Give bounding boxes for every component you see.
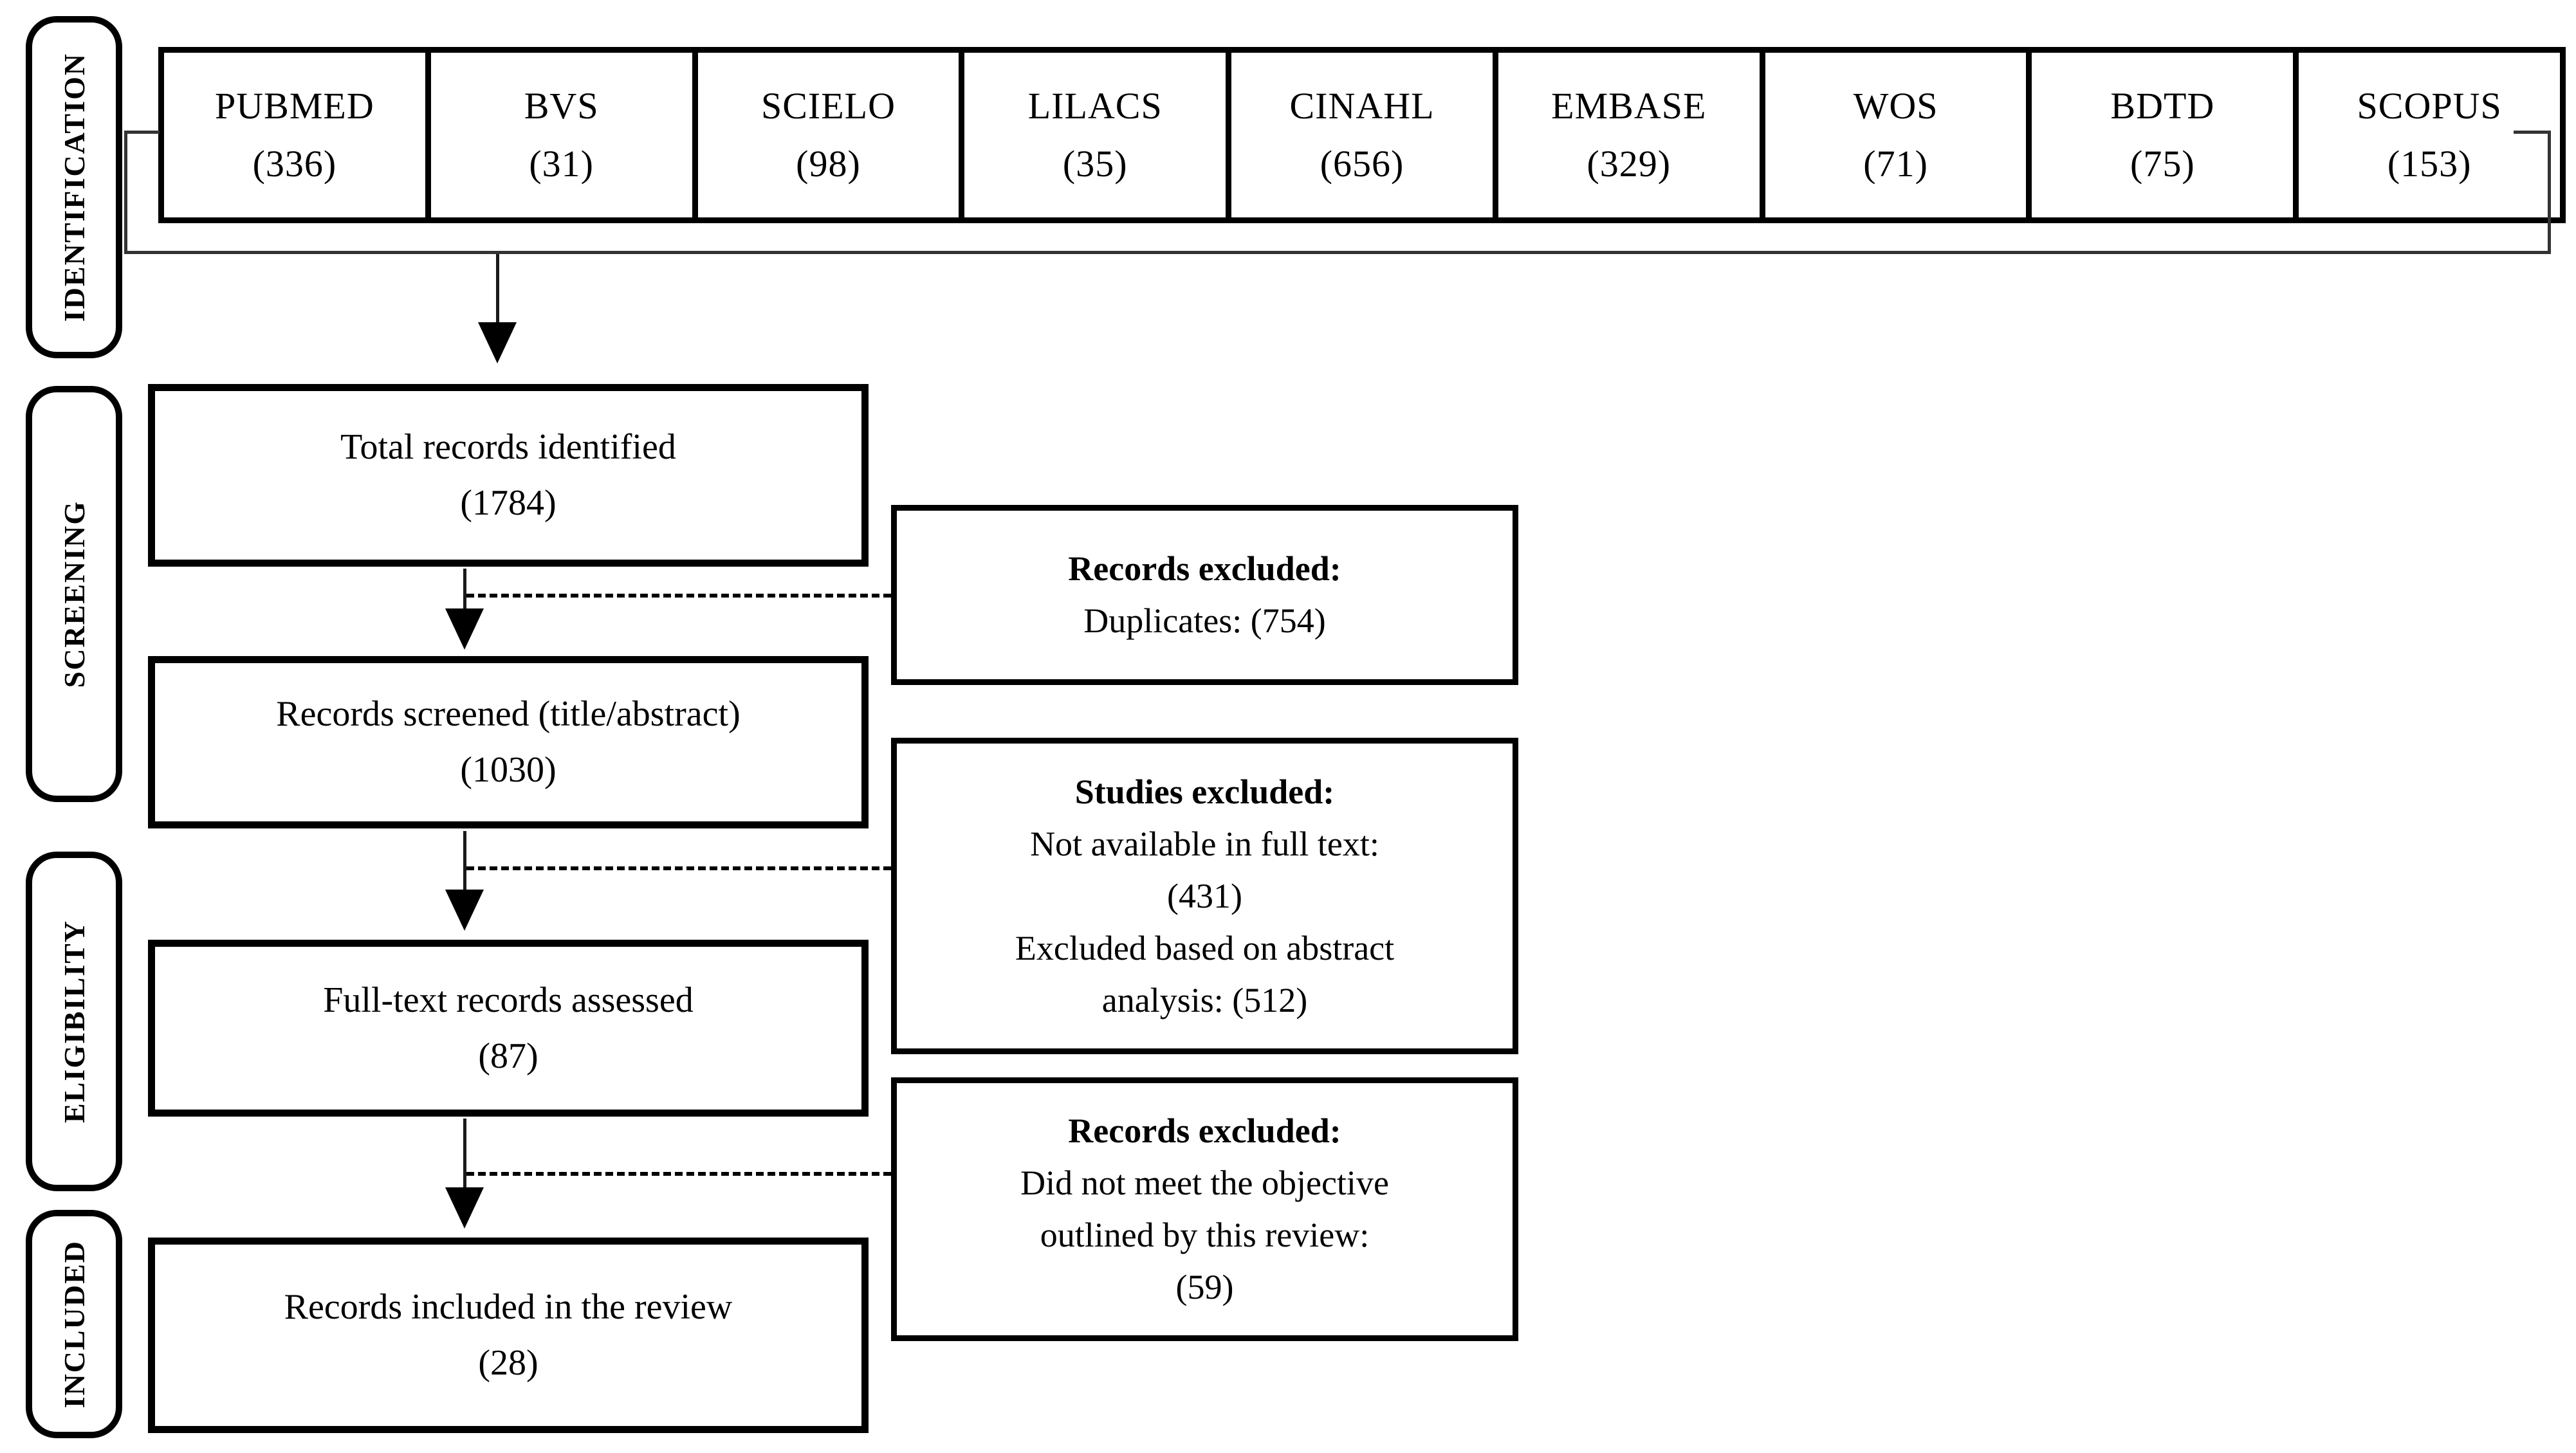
flow-box-line1: Records included in the review [284, 1287, 733, 1328]
database-box-scopus: SCOPUS (153) [2293, 47, 2566, 223]
database-name: WOS [1853, 85, 1938, 127]
database-count: (329) [1587, 143, 1671, 185]
stage-label-included-text: INCLUDED [57, 1239, 91, 1409]
flow-box-records-screened: Records screened (title/abstract) (1030) [148, 656, 869, 828]
flow-box-fulltext-assessed: Full-text records assessed (87) [148, 940, 869, 1117]
flow-box-records-included: Records included in the review (28) [148, 1238, 869, 1433]
arrow-total-to-screened-line [463, 569, 466, 611]
database-box-cinahl: CINAHL (656) [1226, 47, 1498, 223]
exclusion-line: Duplicates: (754) [1083, 601, 1326, 640]
bracket-right-riser [2548, 131, 2551, 254]
flow-box-line2: (1030) [460, 750, 557, 790]
flow-box-line1: Records screened (title/abstract) [276, 694, 741, 735]
exclusion-line: Did not meet the objective [1020, 1164, 1389, 1202]
bracket-left-riser [124, 131, 127, 254]
flow-box-total-records: Total records identified (1784) [148, 384, 869, 567]
stage-label-screening: SCREENING [26, 386, 122, 802]
exclusion-line: (431) [1167, 876, 1242, 915]
database-count: (153) [2387, 143, 2472, 185]
exclusion-title: Records excluded: [1068, 1111, 1341, 1150]
database-name: PUBMED [215, 85, 374, 127]
database-box-scielo: SCIELO (98) [692, 47, 965, 223]
arrow-screened-to-fulltext-line [463, 831, 466, 892]
stage-label-included: INCLUDED [26, 1210, 122, 1438]
exclusion-title: Studies excluded: [1074, 772, 1335, 811]
arrow-fulltext-to-included-line [463, 1119, 466, 1189]
database-box-embase: EMBASE (329) [1492, 47, 1765, 223]
stage-label-screening-text: SCREENING [57, 500, 91, 688]
database-name: BVS [524, 85, 599, 127]
exclusion-line: Not available in full text: [1030, 824, 1379, 863]
arrow-fulltext-to-included-head [445, 1187, 484, 1229]
arrow-screened-to-fulltext-head [445, 890, 484, 931]
database-count: (75) [2130, 143, 2195, 185]
database-name: CINAHL [1289, 85, 1435, 127]
dashed-connector-duplicates [466, 594, 891, 598]
database-name: BDTD [2110, 85, 2215, 127]
database-count: (656) [1320, 143, 1404, 185]
database-name: SCIELO [760, 85, 896, 127]
flow-box-line2: (87) [478, 1036, 538, 1076]
database-name: EMBASE [1551, 85, 1707, 127]
dashed-connector-records-excluded [466, 1172, 891, 1176]
exclusion-title: Records excluded: [1068, 549, 1341, 588]
exclusion-line: outlined by this review: [1040, 1216, 1370, 1254]
arrow-identification-head [478, 322, 517, 363]
database-box-bvs: BVS (31) [425, 47, 698, 223]
exclusion-line: (59) [1175, 1268, 1234, 1306]
exclusion-box-studies-excluded: Studies excluded: Not available in full … [891, 738, 1518, 1054]
dashed-connector-studies-excluded [466, 866, 891, 870]
stage-label-eligibility: ELIGIBILITY [26, 852, 122, 1191]
stage-label-identification: IDENTIFICATION [26, 16, 122, 358]
exclusion-box-objective: Records excluded: Did not meet the objec… [891, 1077, 1518, 1341]
database-name: LILACS [1027, 85, 1163, 127]
arrow-total-to-screened-head [445, 608, 484, 650]
database-name: SCOPUS [2357, 85, 2502, 127]
bracket-left-tick [124, 131, 160, 134]
flow-box-line1: Full-text records assessed [323, 980, 694, 1020]
flow-box-line1: Total records identified [340, 427, 676, 468]
bracket-bottom-line [124, 251, 2551, 254]
database-box-lilacs: LILACS (35) [959, 47, 1232, 223]
database-count: (71) [1863, 143, 1928, 185]
database-box-wos: WOS (71) [1759, 47, 2032, 223]
arrow-identification-line [496, 254, 499, 324]
database-count: (98) [796, 143, 861, 185]
database-box-bdtd: BDTD (75) [2026, 47, 2299, 223]
database-count: (35) [1062, 143, 1128, 185]
database-box-pubmed: PUBMED (336) [158, 47, 431, 223]
stage-label-eligibility-text: ELIGIBILITY [57, 919, 91, 1123]
database-count: (31) [529, 143, 594, 185]
flow-box-line2: (28) [478, 1343, 538, 1383]
database-count: (336) [252, 143, 337, 185]
exclusion-line: analysis: (512) [1101, 980, 1308, 1019]
database-row: PUBMED (336) BVS (31) SCIELO (98) LILACS… [158, 47, 2566, 223]
exclusion-box-duplicates: Records excluded: Duplicates: (754) [891, 505, 1518, 685]
bracket-right-tick [2514, 131, 2551, 134]
exclusion-line: Excluded based on abstract [1015, 928, 1395, 967]
stage-label-identification-text: IDENTIFICATION [57, 52, 91, 322]
flow-box-line2: (1784) [460, 483, 557, 523]
